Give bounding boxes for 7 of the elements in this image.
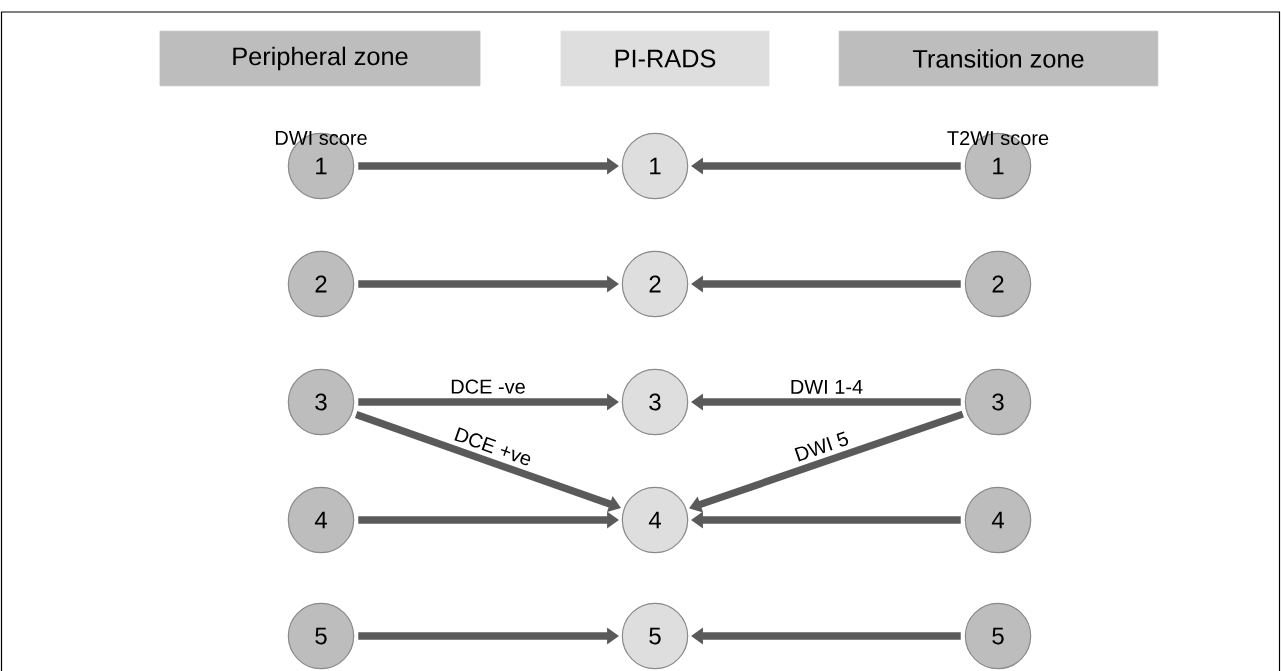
edge-label: DWI 5: [794, 431, 849, 462]
edge-label: DCE -ve: [451, 379, 525, 394]
edge-label: DWI 1-4: [791, 380, 863, 394]
header-box: PI-RADS: [560, 30, 770, 87]
edge-label: DCE +ve: [454, 427, 531, 466]
header-box: Peripheral zone: [159, 30, 481, 87]
header-box: Transition zone: [838, 30, 1159, 87]
